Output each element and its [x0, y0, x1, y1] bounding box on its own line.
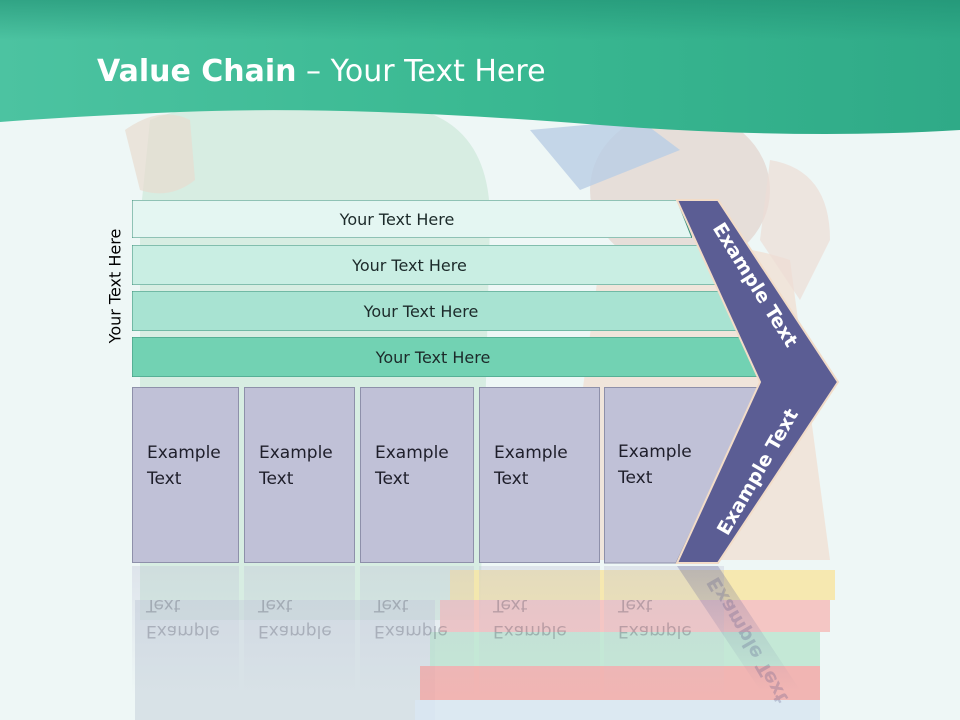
box-line-2: Text: [618, 468, 653, 488]
reflection-line-2: Text: [146, 595, 181, 615]
reflection-line-2: Text: [493, 595, 528, 615]
activity-box-2: Example Text: [244, 387, 355, 563]
activity-box-3: Example Text: [360, 387, 474, 563]
box-line-2: Text: [259, 469, 294, 489]
reflection-line-1: Example: [374, 621, 448, 641]
box-line-1: Example: [494, 443, 568, 463]
box-line-2: Text: [494, 469, 529, 489]
activity-box-5: Example Text: [604, 387, 714, 563]
box-line-1: Example: [618, 442, 692, 462]
box-line-2: Text: [375, 469, 410, 489]
side-label: Your Text Here: [105, 228, 125, 344]
row-label: Your Text Here: [339, 209, 455, 229]
box-line-1: Example: [259, 443, 333, 463]
reflection-line-2: Text: [258, 595, 293, 615]
value-row-1: Your Text Here: [132, 200, 692, 238]
reflection-line-1: Example: [146, 621, 220, 641]
reflection-line-2: Text: [374, 595, 409, 615]
reflection-line-2: Text: [618, 595, 653, 615]
title-rest: – Your Text Here: [296, 54, 546, 89]
value-row-3: Your Text Here: [132, 291, 740, 331]
row-label: Your Text Here: [375, 347, 491, 367]
row-shape: [132, 200, 692, 238]
title-bold: Value Chain: [97, 54, 297, 89]
reflection-line-1: Example: [618, 621, 692, 641]
box-line-1: Example: [147, 443, 221, 463]
reflection-line-1: Example: [258, 621, 332, 641]
row-label: Your Text Here: [363, 301, 479, 321]
page-title: Value Chain – Your Text Here: [97, 54, 546, 89]
box-reflection: Example Text: [479, 566, 600, 696]
row-shape: [132, 337, 764, 377]
box-reflection: Example Text: [244, 566, 355, 696]
value-row-2: Your Text Here: [132, 245, 717, 285]
header-band: [0, 0, 960, 134]
activity-box-1: Example Text: [132, 387, 239, 563]
box-line-1: Example: [375, 443, 449, 463]
box-line-2: Text: [147, 469, 182, 489]
row-label: Your Text Here: [352, 255, 467, 275]
row-shape: [132, 245, 717, 285]
activity-box-4: Example Text: [479, 387, 600, 563]
box-reflection: Example Text: [132, 566, 239, 696]
box-reflection: Example Text: [360, 566, 474, 696]
reflection-line-1: Example: [493, 621, 567, 641]
row-shape: [132, 291, 740, 331]
value-row-4: Your Text Here: [132, 337, 764, 377]
